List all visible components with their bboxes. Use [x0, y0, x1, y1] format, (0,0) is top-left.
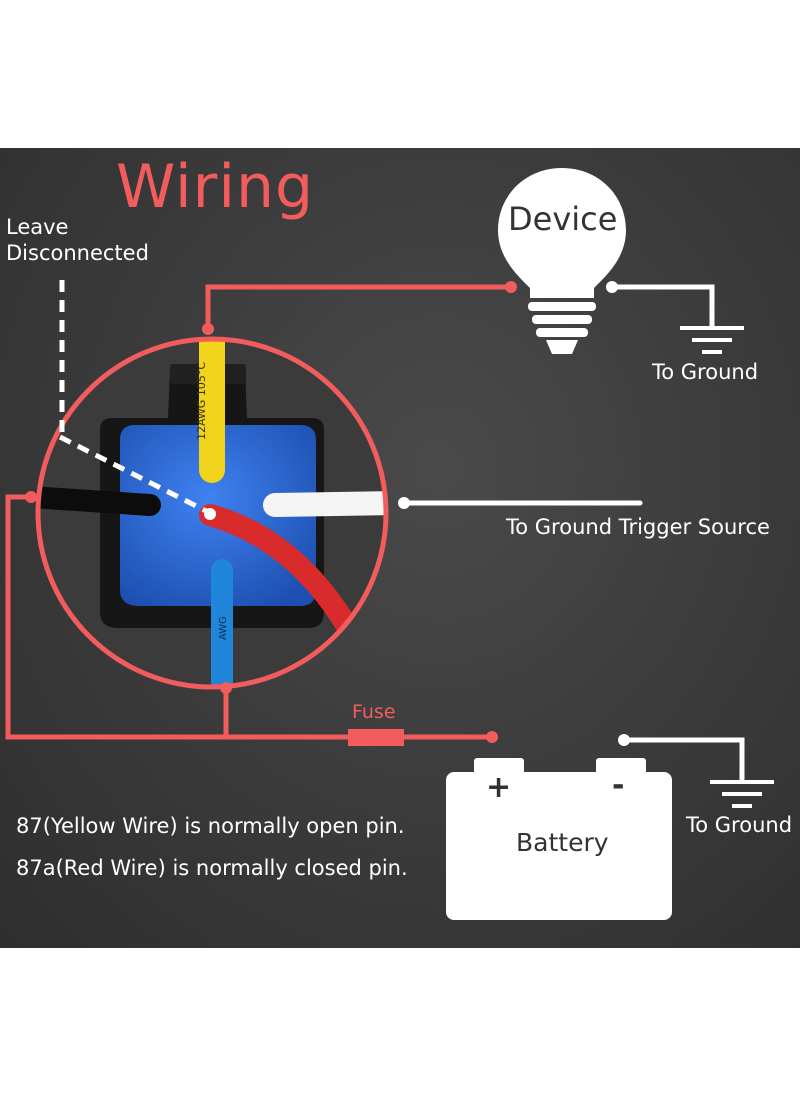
- battery-plus-terminal: +: [486, 770, 512, 805]
- trigger-source-label: To Ground Trigger Source: [506, 515, 770, 539]
- ground-icon: [710, 780, 774, 808]
- fuse-label: Fuse: [352, 701, 396, 723]
- diagram-title: Wiring: [116, 152, 315, 222]
- light-bulb-icon: [498, 168, 626, 354]
- leave-disconnected-label-line1: Leave: [6, 215, 69, 239]
- red-wire: [199, 504, 366, 651]
- white-wire: [263, 491, 386, 517]
- battery-minus-terminal: -: [612, 768, 625, 803]
- ground-icon: [680, 326, 744, 354]
- device-label: Device: [508, 200, 618, 238]
- blue-wire-print: AWG: [218, 616, 229, 640]
- yellow-wire-print: 12AWG 105°C: [195, 362, 208, 440]
- note-red-wire: 87a(Red Wire) is normally closed pin.: [16, 856, 408, 880]
- battery-icon: [446, 758, 672, 920]
- battery-ground-label: To Ground: [686, 813, 793, 837]
- white-circuit-lines: [401, 284, 745, 783]
- fuse-symbol: [348, 729, 404, 746]
- relay-highlight-circle: [35, 336, 389, 690]
- black-wire: [38, 486, 161, 516]
- device-ground-label: To Ground: [652, 360, 759, 384]
- leave-disconnected-label-line2: Disconnected: [6, 241, 149, 265]
- red-circuit-lines: [5, 284, 513, 740]
- battery-label: Battery: [516, 828, 609, 857]
- relay-socket-photo: 12AWG 105°C AWG: [38, 339, 386, 687]
- note-yellow-wire: 87(Yellow Wire) is normally open pin.: [16, 814, 405, 838]
